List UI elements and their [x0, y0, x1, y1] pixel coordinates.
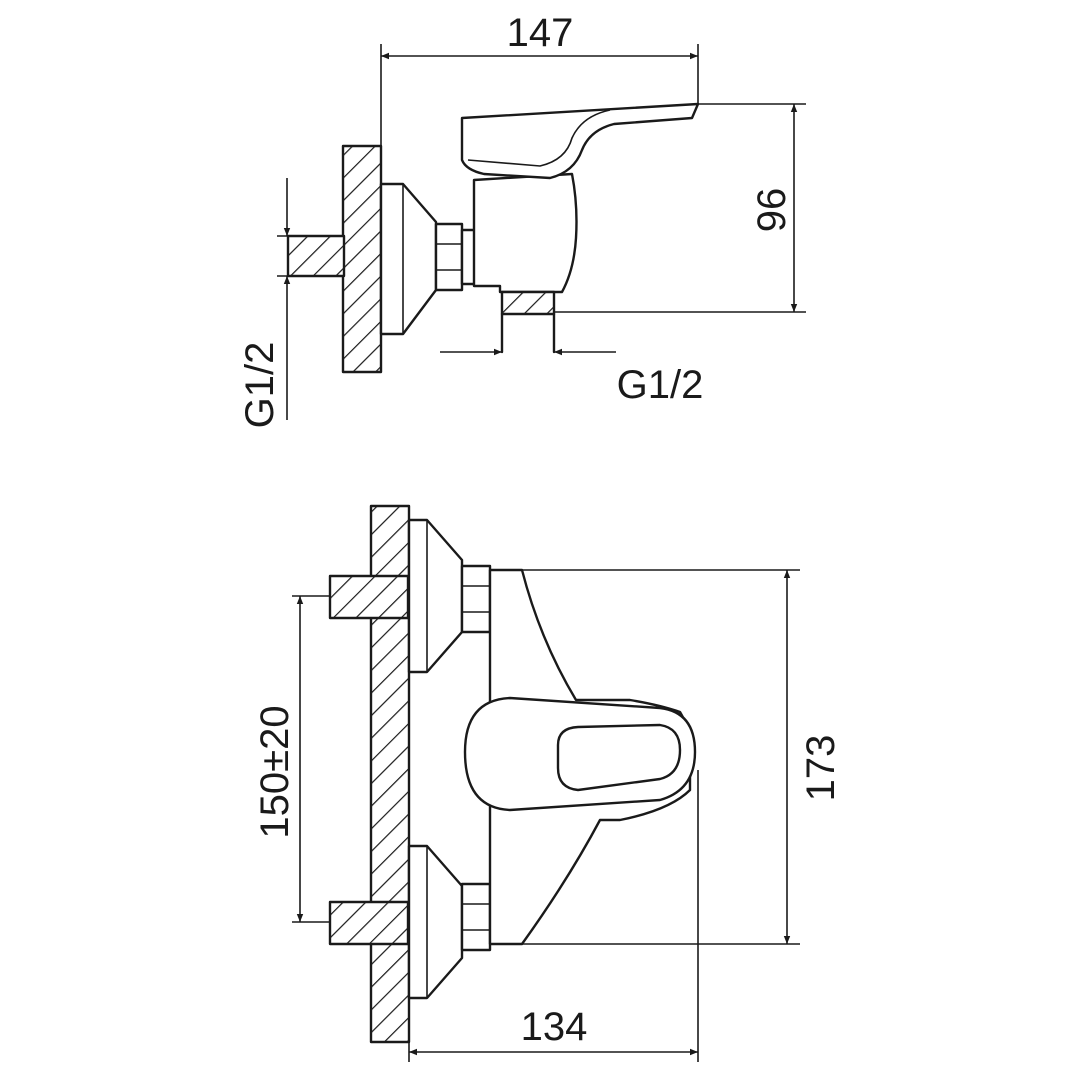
dim-side-height: 96 [750, 188, 794, 233]
dim-front-width: 134 [521, 1005, 588, 1049]
inlet-pipe-upper [328, 574, 410, 620]
dim-front-height: 173 [799, 735, 843, 802]
lever-handle-side [460, 102, 700, 180]
side-view: 147 96 G1/2 G1/2 [238, 11, 806, 428]
dim-inlet-spacing: 150±20 [253, 705, 297, 838]
escutcheon-side [379, 182, 438, 336]
lever-handle-opening [556, 723, 682, 792]
hex-nut-upper [460, 564, 492, 634]
dim-side-width: 147 [507, 11, 574, 55]
thread-label-left: G1/2 [238, 342, 282, 429]
wall-section-top [341, 144, 383, 374]
inlet-pipe-lower [328, 900, 410, 946]
outlet-pipe-section [500, 290, 556, 316]
thread-label-bottom: G1/2 [617, 363, 704, 407]
escutcheon-upper [407, 518, 464, 674]
mixer-body-side [472, 172, 578, 294]
escutcheon-lower [407, 844, 464, 1000]
hex-nut-side [434, 222, 464, 292]
hex-nut-lower [460, 882, 492, 952]
inlet-pipe-section [286, 234, 346, 278]
front-view: 150±20 173 134 [253, 504, 843, 1062]
